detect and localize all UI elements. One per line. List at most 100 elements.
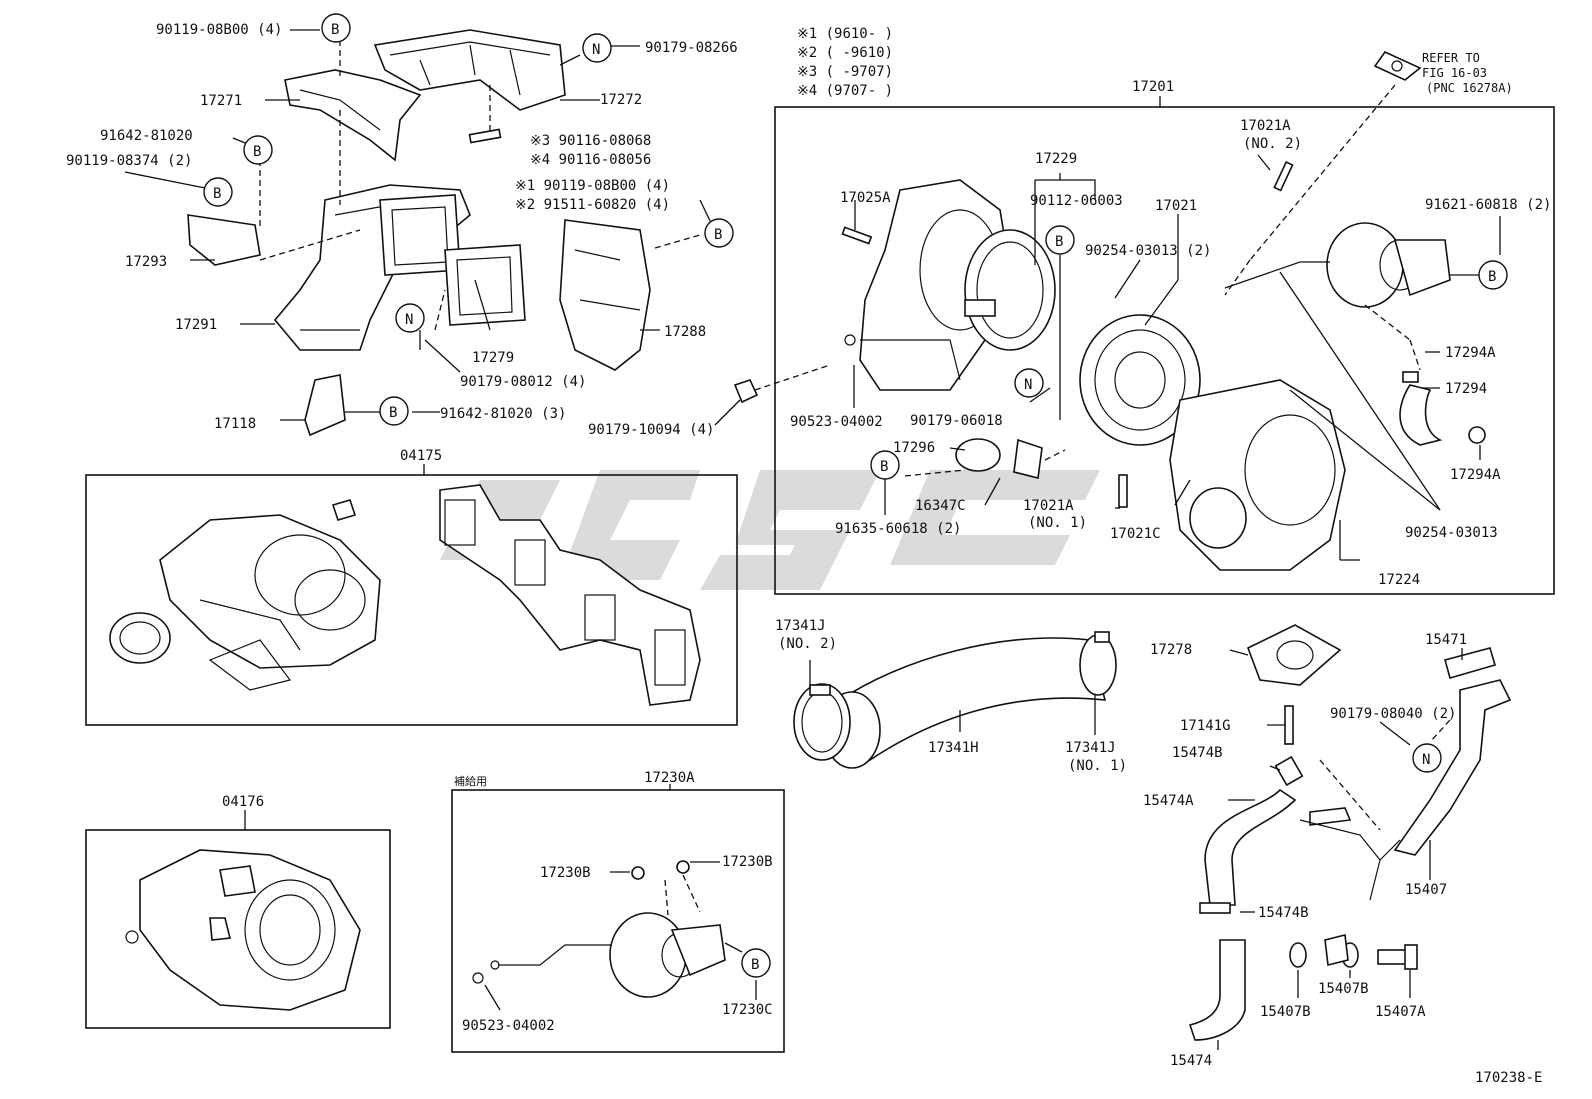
- gasket-16347C: [1013, 438, 1043, 479]
- label-15407B-right: 15407B: [1318, 981, 1369, 997]
- label-15471: 15471: [1425, 632, 1467, 648]
- circle-b-8: B: [870, 450, 900, 480]
- label-90179-08266: 90179-08266: [645, 40, 738, 56]
- label-17279: 17279: [472, 350, 514, 366]
- pipe-15474: [1188, 939, 1246, 1041]
- circle-n-1: N: [582, 33, 612, 63]
- leader-lines-17230A: [484, 861, 757, 1011]
- label-no1-a: (NO. 1): [1028, 515, 1087, 531]
- svg-text:N: N: [1422, 752, 1430, 768]
- svg-text:B: B: [880, 459, 888, 475]
- gasket-flange-refer: [1373, 50, 1422, 81]
- label-16347C: 16347C: [915, 498, 966, 514]
- gasket-ring-04175: [109, 612, 171, 664]
- refer-line-1: REFER TO: [1422, 51, 1480, 65]
- svg-text:B: B: [331, 22, 339, 38]
- heat-shield-17288: [559, 219, 651, 371]
- label-17230B-right: 17230B: [722, 854, 773, 870]
- label-90179-06018: 90179-06018: [910, 413, 1003, 429]
- label-15407: 15407: [1405, 882, 1447, 898]
- heat-shield-upper: [373, 29, 566, 111]
- group-label-04175: 04175: [400, 448, 442, 464]
- oil-pipe-15407: [1299, 679, 1512, 901]
- label-15407B-left: 15407B: [1260, 1004, 1311, 1020]
- label-15474B-mid: 15474B: [1258, 905, 1309, 921]
- compressor-housing-17021C: [1169, 379, 1346, 571]
- label-17294A-top: 17294A: [1445, 345, 1496, 361]
- clamp-17341J-no1: [1079, 631, 1117, 696]
- circle-b-7: B: [1478, 260, 1508, 290]
- label-91642-81020-3: 91642-81020 (3): [440, 406, 566, 422]
- part-labels: 90119-08B00 (4) 90179-08266 17271 17272 …: [66, 22, 1551, 1086]
- label-17272: 17272: [600, 92, 642, 108]
- circle-b-3: B: [203, 177, 233, 207]
- label-91642-81020: 91642-81020: [100, 128, 193, 144]
- label-91635-60618-2: 91635-60618 (2): [835, 521, 961, 537]
- circle-b-6: B: [1045, 225, 1075, 255]
- stud-17141G: [1284, 705, 1294, 745]
- label-15407A: 15407A: [1375, 1004, 1426, 1020]
- label-17341J-no2: 17341J: [775, 618, 826, 634]
- nut-90179-10094: [733, 379, 759, 404]
- label-90119-08374-2: 90119-08374 (2): [66, 153, 192, 169]
- label-17278: 17278: [1150, 642, 1192, 658]
- refer-line-3: (PNC 16278A): [1426, 81, 1513, 95]
- note-1: ※1 (9610- ): [797, 26, 893, 42]
- svg-text:B: B: [1055, 234, 1063, 250]
- group-label-17201: 17201: [1132, 79, 1174, 95]
- actuator-91621: [1224, 222, 1451, 308]
- refer-line-2: FIG 16-03: [1422, 66, 1487, 80]
- circle-n-2: N: [395, 303, 425, 333]
- label-17230C: 17230C: [722, 1002, 773, 1018]
- label-17294A-bot: 17294A: [1450, 467, 1501, 483]
- label-17025A: 17025A: [840, 190, 891, 206]
- label-n4-90116-08056: ※4 90116-08056: [530, 152, 651, 168]
- label-17118: 17118: [214, 416, 256, 432]
- circle-b-9: B: [741, 948, 771, 978]
- clamp-17341J-no2: [793, 683, 851, 761]
- stud-17021A-no2: [1273, 160, 1294, 192]
- circle-b-4: B: [704, 218, 734, 248]
- label-17296: 17296: [893, 440, 935, 456]
- circle-b-5: B: [379, 396, 409, 426]
- stud-17021A-no1: [1118, 474, 1128, 508]
- small-gasket-04175: [331, 499, 357, 521]
- group-label-04176: 04176: [222, 794, 264, 810]
- label-17230B-left: 17230B: [540, 865, 591, 881]
- leader-lines-turbo: [853, 84, 1501, 561]
- label-no2-b: (NO. 2): [778, 636, 837, 652]
- svg-text:B: B: [751, 957, 759, 973]
- label-90119-08B00-4: 90119-08B00 (4): [156, 22, 282, 38]
- v-band-clamp-17229: [964, 229, 1056, 351]
- label-90112-06003: 90112-06003: [1030, 193, 1123, 209]
- group-box-04176: [85, 829, 391, 1029]
- label-17021C: 17021C: [1110, 526, 1161, 542]
- refer-note: REFER TO FIG 16-03 (PNC 16278A): [1422, 51, 1513, 95]
- union-bolt-15407A: [1377, 944, 1418, 970]
- hose-17294: [1399, 371, 1486, 446]
- label-n3-90116-08068: ※3 90116-08068: [530, 133, 651, 149]
- svg-text:B: B: [389, 405, 397, 421]
- gasket-17279: [444, 244, 526, 326]
- label-n2-91511-60820-4: ※2 91511-60820 (4): [515, 197, 670, 213]
- circle-b-1: B: [321, 13, 351, 43]
- supply-tag: 補給用: [454, 774, 487, 788]
- label-17224: 17224: [1378, 572, 1420, 588]
- gasket-17296: [955, 438, 1001, 472]
- label-90254-03013: 90254-03013: [1405, 525, 1498, 541]
- label-17288: 17288: [664, 324, 706, 340]
- group-box-17230A: [451, 789, 785, 1053]
- label-17291: 17291: [175, 317, 217, 333]
- svg-text:B: B: [714, 227, 722, 243]
- label-17021: 17021: [1155, 198, 1197, 214]
- note-3: ※3 ( -9707): [797, 64, 893, 80]
- label-17021A-no2: 17021A: [1240, 118, 1291, 134]
- label-17141G: 17141G: [1180, 718, 1231, 734]
- label-91621-60818-2: 91621-60818 (2): [1425, 197, 1551, 213]
- circle-b-2: B: [243, 135, 273, 165]
- svg-text:N: N: [1024, 377, 1032, 393]
- leader-lines-oil: [1217, 648, 1463, 1050]
- hose-15474A: [1199, 755, 1304, 914]
- note-2: ※2 ( -9610): [797, 45, 893, 61]
